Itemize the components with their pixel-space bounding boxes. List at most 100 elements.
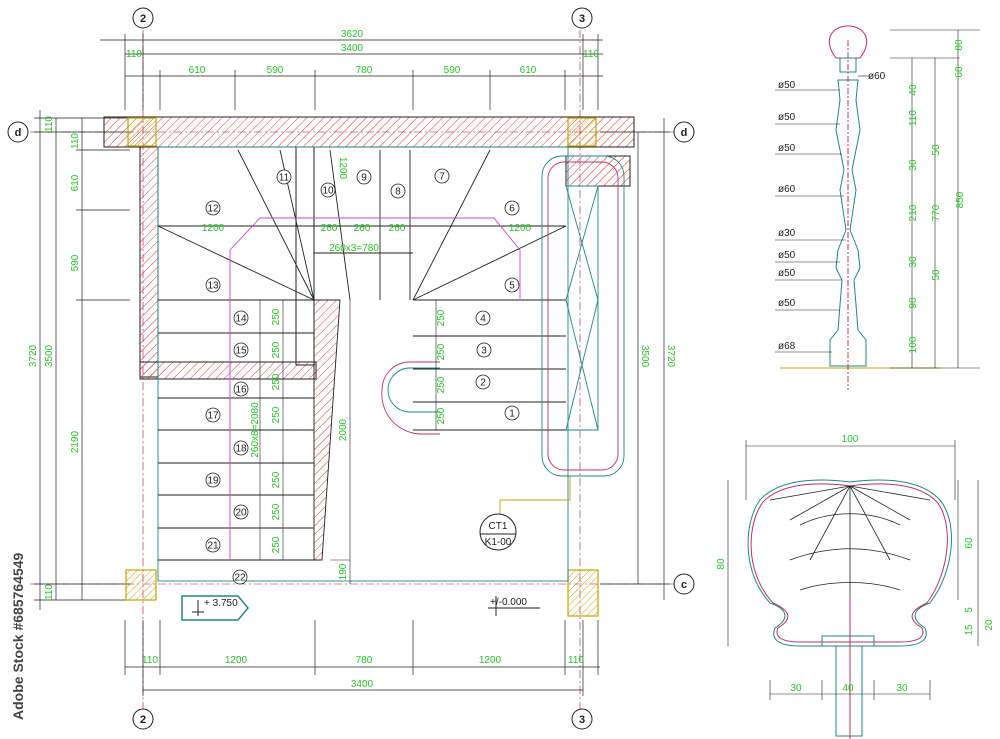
baluster-height: 40 [908, 84, 919, 96]
watermark-brand: Adobe Stock [10, 634, 26, 720]
dim-top-right-edge: 110 [583, 49, 599, 60]
columns [125, 117, 599, 617]
step-number: 3 [481, 346, 487, 357]
step-number-circle [205, 277, 221, 293]
step-number-circle [205, 407, 221, 423]
svg-text:250: 250 [271, 471, 282, 488]
step-number-circle [205, 472, 221, 488]
baluster-diameter: ø30 [778, 228, 796, 239]
top-dimensions [100, 34, 603, 110]
step-number: 17 [207, 411, 219, 422]
dim-top-seg2: 590 [267, 65, 284, 76]
dim-bottom-total: 3400 [351, 679, 374, 690]
grid-axis-2-bottom: 2 [132, 708, 154, 730]
dim-2000: 2000 [338, 418, 349, 441]
svg-text:250: 250 [271, 536, 282, 553]
baluster-height: 30 [908, 159, 919, 171]
step-number-circle [390, 183, 406, 199]
dim-bottom-seg3: 1200 [479, 655, 502, 666]
dim-top-seg5: 610 [520, 65, 537, 76]
dim-190: 190 [338, 563, 349, 580]
dim-260-b: 260 [354, 223, 371, 234]
step-number: 15 [235, 346, 247, 357]
dim-left-bottom-edge: 110 [44, 584, 55, 600]
step-number: 9 [361, 173, 367, 184]
svg-text:d: d [681, 127, 688, 139]
step-number-circle [434, 168, 450, 184]
dim-top-total: 3620 [341, 29, 364, 40]
svg-text:250: 250 [436, 407, 447, 424]
baluster-height: 60 [954, 66, 965, 78]
dim-left-inner: 3500 [44, 344, 55, 367]
step-number: 21 [207, 541, 219, 552]
baluster-diameter: ø50 [778, 80, 796, 91]
dim-1200-left: 1200 [202, 223, 225, 234]
cap-w30b: 30 [896, 683, 908, 694]
svg-text:K1-00: K1-00 [485, 537, 512, 548]
step-number: 19 [207, 476, 219, 487]
svg-text:2: 2 [140, 714, 146, 726]
dim-260x3: 260x3=780 [329, 243, 379, 254]
svg-text:250: 250 [436, 309, 447, 326]
step-number: 2 [480, 378, 486, 389]
step-number: 1 [509, 409, 515, 420]
step-number-circle [276, 169, 292, 185]
step-number-circle [232, 569, 248, 585]
baluster-height: 50 [931, 269, 942, 281]
dim-top-left-edge: 110 [126, 49, 142, 60]
dim-right-total: 3720 [665, 345, 676, 368]
right-dimensions [600, 118, 670, 600]
svg-text:+/-0.000: +/-0.000 [490, 597, 527, 608]
svg-text:CT1: CT1 [489, 521, 508, 532]
svg-text:250: 250 [271, 373, 282, 390]
step-number: 16 [235, 385, 247, 396]
step-number: 8 [395, 187, 401, 198]
step-number: 20 [235, 508, 247, 519]
stock-watermark: Adobe Stock #685764549 [6, 480, 30, 720]
dim-bottom-seg2: 780 [356, 655, 373, 666]
cap-w30a: 30 [790, 683, 802, 694]
baluster-diameter: ø50 [778, 298, 796, 309]
level-upper: + 3.750 [181, 595, 249, 621]
section-tag: CT1 K1-00 [479, 513, 517, 551]
step-number-circle [233, 440, 249, 456]
step-number-circle [205, 537, 221, 553]
inner-dimension-lines [259, 300, 437, 584]
baluster-diameter: ø50 [778, 250, 796, 261]
svg-text:3: 3 [579, 714, 585, 726]
grid-axis-d-right: d [673, 121, 695, 143]
left-dimensions [34, 110, 130, 610]
baluster-diameter: ø68 [778, 341, 796, 352]
baluster-height: 80 [954, 39, 965, 51]
step-number-circle [475, 310, 491, 326]
step-number: 10 [322, 186, 334, 197]
svg-text:250: 250 [271, 341, 282, 358]
baluster-height: 100 [908, 336, 919, 353]
baluster-leaders [775, 29, 980, 369]
baluster-sub-total: 770 [931, 204, 942, 221]
step-number: 12 [207, 204, 219, 215]
bottom-dimensions [124, 620, 600, 696]
cap-width: 100 [842, 434, 859, 445]
step-number: 11 [279, 173, 290, 184]
baluster-height: 90 [908, 297, 919, 309]
svg-text:250: 250 [271, 406, 282, 423]
cap-h20: 20 [984, 619, 995, 631]
dim-top-seg1: 610 [189, 65, 206, 76]
step-number: 7 [439, 172, 445, 183]
svg-text:250: 250 [436, 376, 447, 393]
step-number-circle [233, 504, 249, 520]
dim-left-total: 3720 [28, 344, 39, 367]
step-number-circle [504, 405, 520, 421]
step-number: 5 [509, 281, 515, 292]
level-lower: +/-0.000 [488, 596, 540, 616]
dim-bottom-right-edge: 110 [568, 655, 584, 666]
newel-cap-detail [747, 479, 952, 739]
dim-bottom-seg1: 1200 [225, 655, 248, 666]
step-number: 13 [207, 281, 219, 292]
cap-h15: 15 [964, 624, 975, 636]
baluster-diameter: ø50 [778, 143, 796, 154]
dim-right-inner: 3500 [639, 345, 650, 368]
